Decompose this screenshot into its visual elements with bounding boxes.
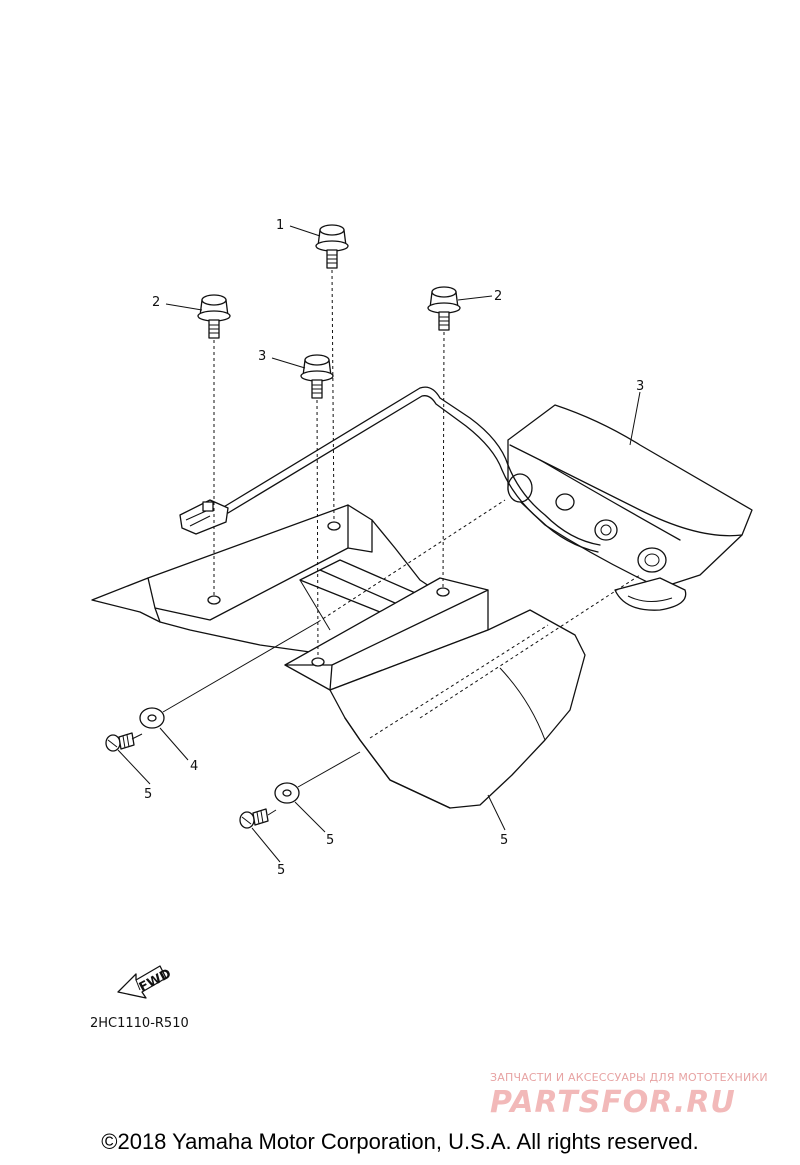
callout-5-right: 2 xyxy=(494,289,502,304)
part-4-rear-fender[interactable] xyxy=(91,504,586,809)
part-5-bolt-c[interactable] xyxy=(427,286,461,331)
bolt-assembly-lines xyxy=(213,269,445,659)
callout-leaders xyxy=(117,225,641,863)
fastener-assembly-lines xyxy=(131,499,641,816)
part-1-tail-light[interactable] xyxy=(507,404,753,611)
callout-5-top: 1 xyxy=(276,218,284,233)
copyright-notice: ©2018 Yamaha Motor Corporation, U.S.A. A… xyxy=(101,1129,699,1154)
callout-5-left: 2 xyxy=(152,295,160,310)
watermark-logo: PARTSFOR.RU xyxy=(490,1085,736,1120)
callout-2-left: 5 xyxy=(144,787,152,802)
callout-3-right: 5 xyxy=(326,833,334,848)
callout-1: 3 xyxy=(636,379,644,394)
part-2-screw-a[interactable] xyxy=(105,732,135,752)
diagram-code: 2HC1110-R510 xyxy=(90,1016,189,1031)
part-5-bolt-d[interactable] xyxy=(300,354,334,399)
fwd-arrow-icon: FWD xyxy=(117,965,174,999)
part-5-bolt-b[interactable] xyxy=(197,294,231,339)
callout-3-left: 4 xyxy=(190,759,198,774)
callout-2-right: 5 xyxy=(277,863,285,878)
callout-5-middle: 3 xyxy=(258,349,266,364)
watermark-tagline: ЗАПЧАСТИ И АКСЕССУАРЫ ДЛЯ МОТОТЕХНИКИ xyxy=(490,1071,768,1084)
part-2-screw-b[interactable] xyxy=(239,808,269,829)
part-3-washer-a[interactable] xyxy=(139,707,165,729)
part-3-washer-b[interactable] xyxy=(274,782,300,804)
part-5-bolt-a[interactable] xyxy=(315,224,349,269)
callout-4: 5 xyxy=(500,833,508,848)
tail-light-wire-harness xyxy=(179,386,601,553)
